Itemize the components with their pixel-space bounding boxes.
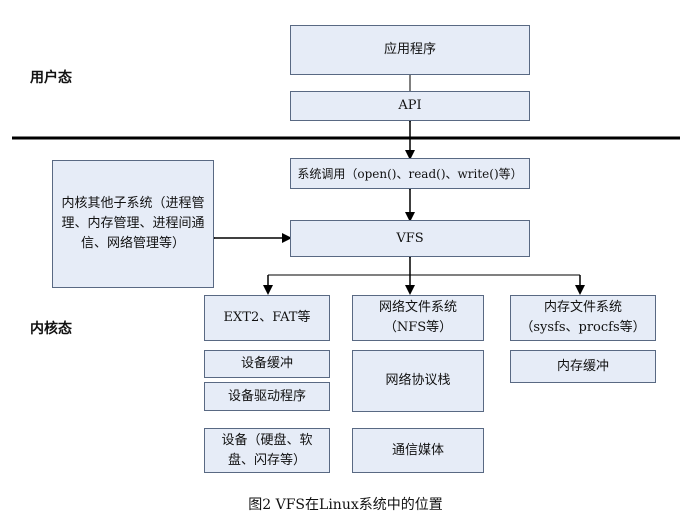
- other-subsystems-box: 内核其他子系统（进程管理、内存管理、进程间通信、网络管理等）: [52, 160, 214, 288]
- figure-caption: 图2 VFS在Linux系统中的位置: [248, 497, 443, 513]
- memfs-box: 内存文件系统（sysfs、procfs等）: [510, 295, 656, 341]
- device-buffer-box: 设备缓冲: [204, 350, 330, 378]
- device-driver-box: 设备驱动程序: [204, 382, 330, 411]
- ext2-fat-box: EXT2、FAT等: [204, 295, 330, 341]
- memory-buffer-box: 内存缓冲: [510, 350, 656, 383]
- syscall-box: 系统调用（open()、read()、write()等）: [290, 158, 530, 189]
- devices-box: 设备（硬盘、软盘、闪存等）: [204, 428, 330, 473]
- vfs-box: VFS: [290, 220, 530, 257]
- app-box: 应用程序: [290, 25, 530, 75]
- network-stack-box: 网络协议栈: [352, 350, 484, 412]
- api-box: API: [290, 91, 530, 121]
- user-space-label: 用户态: [30, 70, 72, 86]
- kernel-space-label: 内核态: [30, 321, 72, 337]
- comm-media-box: 通信媒体: [352, 428, 484, 473]
- nfs-box: 网络文件系统（NFS等）: [352, 295, 484, 341]
